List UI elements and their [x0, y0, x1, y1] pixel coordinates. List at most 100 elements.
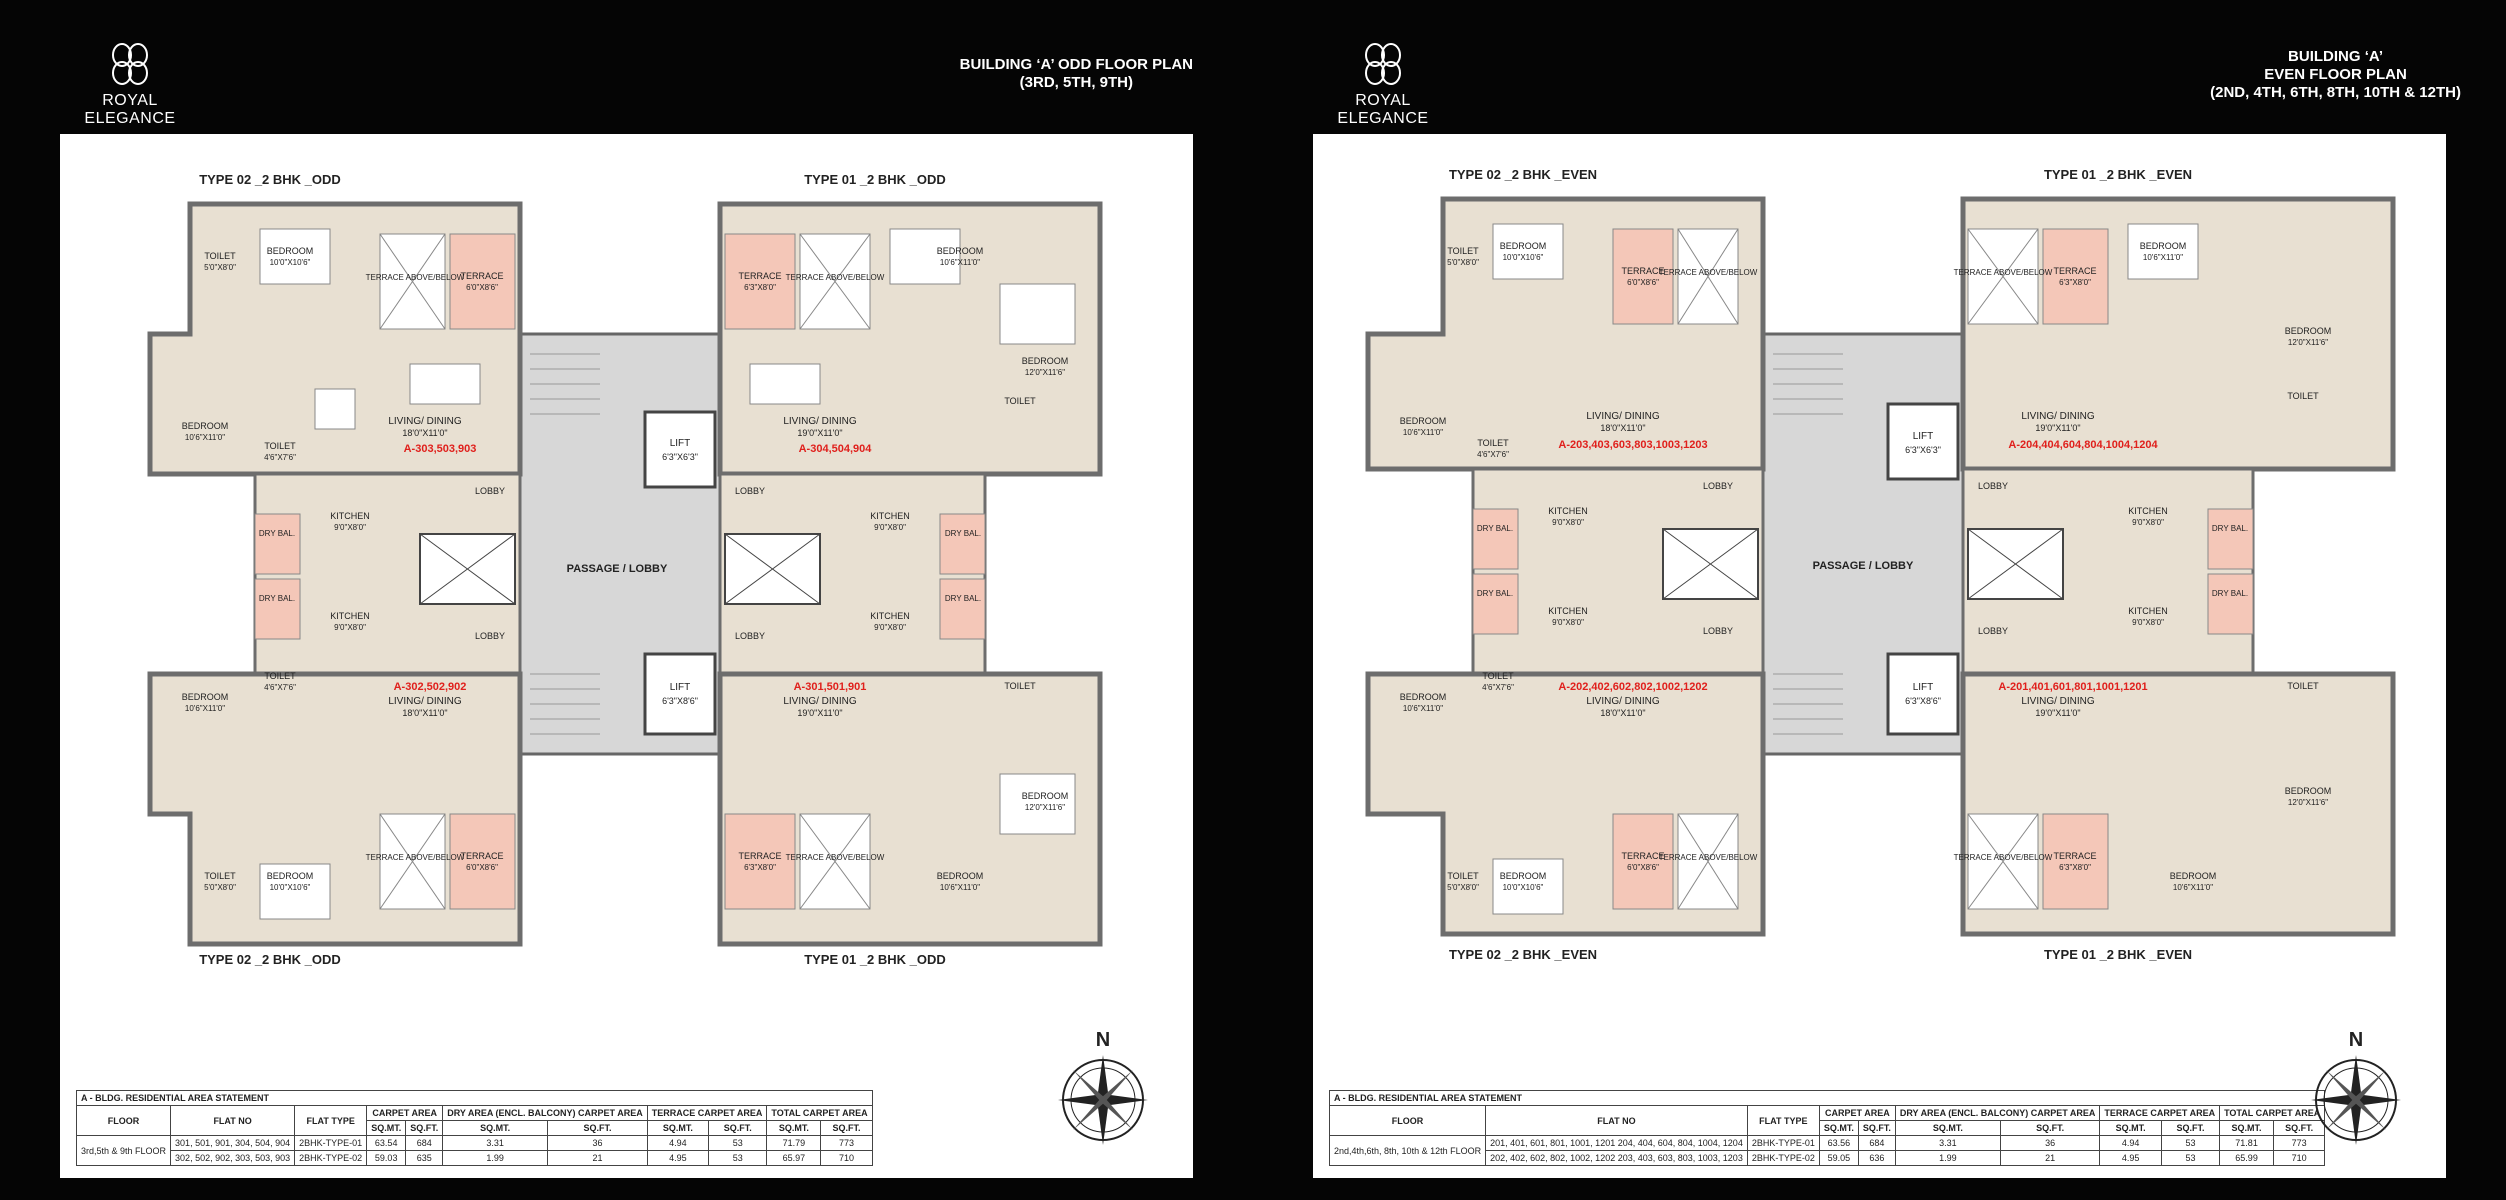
lift-top-size: 6'3"X6'3": [662, 452, 698, 462]
unit-sqmt: SQ.MT.: [1818, 1120, 1859, 1136]
compass-north-label: N: [1096, 1030, 1110, 1051]
room-label: BEDROOM: [182, 692, 229, 702]
room-label: BEDROOM: [1500, 241, 1547, 251]
unit-top-right: TERRACE 6'3"X8'0" TERRACE ABOVE/BELOW BE…: [717, 201, 1103, 477]
table-row: 3rd,5th & 9th FLOOR 301, 501, 901, 304, …: [75, 1135, 873, 1166]
room-label: BEDROOM: [1022, 791, 1069, 801]
room-size: 4'6"X7'6": [264, 453, 296, 462]
flat-type-cell: 2BHK-TYPE-01: [294, 1135, 368, 1151]
brand-logo: ROYAL ELEGANCE: [1308, 42, 1458, 128]
room-size: 6'0"X8'6": [1627, 278, 1659, 287]
room-size: 10'6"X11'0": [2173, 883, 2213, 892]
room-label: KITCHEN: [330, 511, 370, 521]
lift-top: [643, 410, 717, 489]
room-size: 9'0"X8'0": [1552, 618, 1584, 627]
terrace-sqft-cell: 53: [708, 1150, 768, 1166]
unit-title-top-right: TYPE 01 _2 BHK _EVEN: [2044, 167, 2192, 182]
unit-sqmt: SQ.MT.: [646, 1120, 710, 1136]
lift-top-label: LIFT: [1913, 431, 1934, 442]
room-label: BEDROOM: [2170, 871, 2217, 881]
brand-name: ROYAL ELEGANCE: [84, 92, 176, 127]
room-size: 10'6"X11'0": [185, 704, 225, 713]
col-floor: FLOOR: [75, 1105, 172, 1136]
room-label: TERRACE ABOVE/BELOW: [786, 273, 885, 282]
room-label: LIVING/ DINING: [388, 696, 462, 707]
room-label: KITCHEN: [330, 611, 370, 621]
room-size: 19'0"X11'0": [2035, 708, 2080, 718]
room-size: 6'0"X8'6": [1627, 863, 1659, 872]
unit-top-left: BEDROOM 10'0"X10'6" TOILET 5'0"X8'0" TER…: [1365, 196, 1766, 472]
floor-plan-heading: BUILDING ‘A’ ODD FLOOR PLAN (3RD, 5TH, 9…: [960, 56, 1193, 92]
room-label: LOBBY: [1978, 481, 2008, 491]
room-label: TERRACE: [1621, 266, 1664, 276]
room-size: 4'6"X7'6": [1477, 450, 1509, 459]
heading-line-2: EVEN FLOOR PLAN: [2264, 66, 2407, 83]
unit-bottom-left: BEDROOM 10'6"X11'0" TOILET 4'6"X7'6" LIV…: [147, 671, 523, 947]
lift-bottom: [643, 652, 717, 736]
dry-sqft-cell: 21: [1999, 1150, 2101, 1166]
unit-title-bottom-right: TYPE 01 _2 BHK _ODD: [804, 952, 946, 967]
terrace-sqmt-cell: 4.94: [2099, 1135, 2162, 1151]
room-label: BEDROOM: [267, 871, 314, 881]
plan-sheet: TYPE 02 _2 BHK _EVEN TYPE 01 _2 BHK _EVE…: [1313, 134, 2446, 1178]
room-label: LIVING/ DINING: [388, 416, 462, 427]
room-label: LIVING/ DINING: [783, 416, 857, 427]
north-compass-icon: N: [2311, 1030, 2401, 1145]
room-label: LIVING/ DINING: [1586, 696, 1660, 707]
unit-title-top-left: TYPE 02 _2 BHK _EVEN: [1449, 167, 1597, 182]
total-sqmt-cell: 71.81: [2219, 1135, 2275, 1151]
col-dry: DRY AREA (ENCL. BALCONY) CARPET AREA: [1894, 1105, 2101, 1121]
unit-sqmt: SQ.MT.: [766, 1120, 822, 1136]
room-size: 6'3"X8'0": [2059, 278, 2091, 287]
room-label: BEDROOM: [937, 246, 984, 256]
unit-sqmt: SQ.MT.: [2099, 1120, 2162, 1136]
heading-line-3: (2ND, 4TH, 6TH, 8TH, 10TH & 12TH): [2210, 84, 2461, 101]
room-label: BEDROOM: [1022, 356, 1069, 366]
dry-sqmt-cell: 3.31: [1894, 1135, 2001, 1151]
terrace-sqmt-cell: 4.94: [646, 1135, 710, 1151]
unit-bottom-right: LIVING/ DINING 19'0"X11'0" A-201,401,601…: [1954, 671, 2396, 937]
room-label: TERRACE ABOVE/BELOW: [1954, 853, 2053, 862]
room-label: LOBBY: [1703, 626, 1733, 636]
compass-north-label: N: [2349, 1030, 2363, 1051]
lift-bottom: [1886, 652, 1960, 736]
room-label: BEDROOM: [2285, 326, 2332, 336]
col-flat-no: FLAT NO: [170, 1105, 296, 1136]
total-sqft-cell: 773: [820, 1135, 873, 1151]
carpet-sqft-cell: 635: [405, 1150, 444, 1166]
room-label: DRY BAL.: [945, 529, 981, 538]
flat-type-cell: 2BHK-TYPE-01: [1746, 1135, 1820, 1151]
room-size: 6'3"X8'0": [744, 283, 776, 292]
room-size: 9'0"X8'0": [874, 523, 906, 532]
col-terrace: TERRACE CARPET AREA: [646, 1105, 768, 1121]
room-label: LIVING/ DINING: [783, 696, 857, 707]
unit-top-left: BEDROOM 10'0"X10'6" TOILET 5'0"X8'0" TER…: [147, 201, 523, 477]
room-label: TERRACE: [738, 271, 781, 281]
room-size: 10'0"X10'6": [270, 883, 311, 892]
room-label: TERRACE ABOVE/BELOW: [786, 853, 885, 862]
room-label: TERRACE: [460, 271, 503, 281]
room-label: BEDROOM: [182, 421, 229, 431]
room-size: 12'0"X11'6": [1025, 803, 1065, 812]
carpet-sqmt-cell: 59.05: [1818, 1150, 1859, 1166]
room-size: 18'0"X11'0": [1600, 423, 1645, 433]
room-size: 10'6"X11'0": [1403, 704, 1443, 713]
room-size: 12'0"X11'6": [1025, 368, 1065, 377]
room-size: 6'3"X8'0": [2059, 863, 2091, 872]
flat-numbers-top-right: A-204,404,604,804,1004,1204: [2008, 439, 2158, 451]
total-sqmt-cell: 65.97: [766, 1150, 822, 1166]
floor-cell: 2nd,4th,6th, 8th, 10th & 12th FLOOR: [1328, 1135, 1487, 1166]
unit-top-right: TERRACE ABOVE/BELOW TERRACE 6'3"X8'0" BE…: [1954, 196, 2396, 472]
room-size: 12'0"X11'6": [2288, 798, 2328, 807]
room-label: TERRACE ABOVE/BELOW: [1659, 853, 1758, 862]
col-terrace: TERRACE CARPET AREA: [2099, 1105, 2221, 1121]
room-size: 4'6"X7'6": [1482, 683, 1514, 692]
room-label: TOILET: [264, 671, 296, 681]
floor-cell: 3rd,5th & 9th FLOOR: [75, 1135, 172, 1166]
room-size: 18'0"X11'0": [1600, 708, 1645, 718]
room-label: BEDROOM: [2285, 786, 2332, 796]
flat-numbers-bottom-left: A-202,402,602,802,1002,1202: [1558, 681, 1707, 693]
floor-plan-heading: BUILDING ‘A’ EVEN FLOOR PLAN (2ND, 4TH, …: [2210, 48, 2461, 102]
flat-numbers-top-left: A-203,403,603,803,1003,1203: [1558, 439, 1707, 451]
lift-bottom-label: LIFT: [1913, 682, 1934, 693]
